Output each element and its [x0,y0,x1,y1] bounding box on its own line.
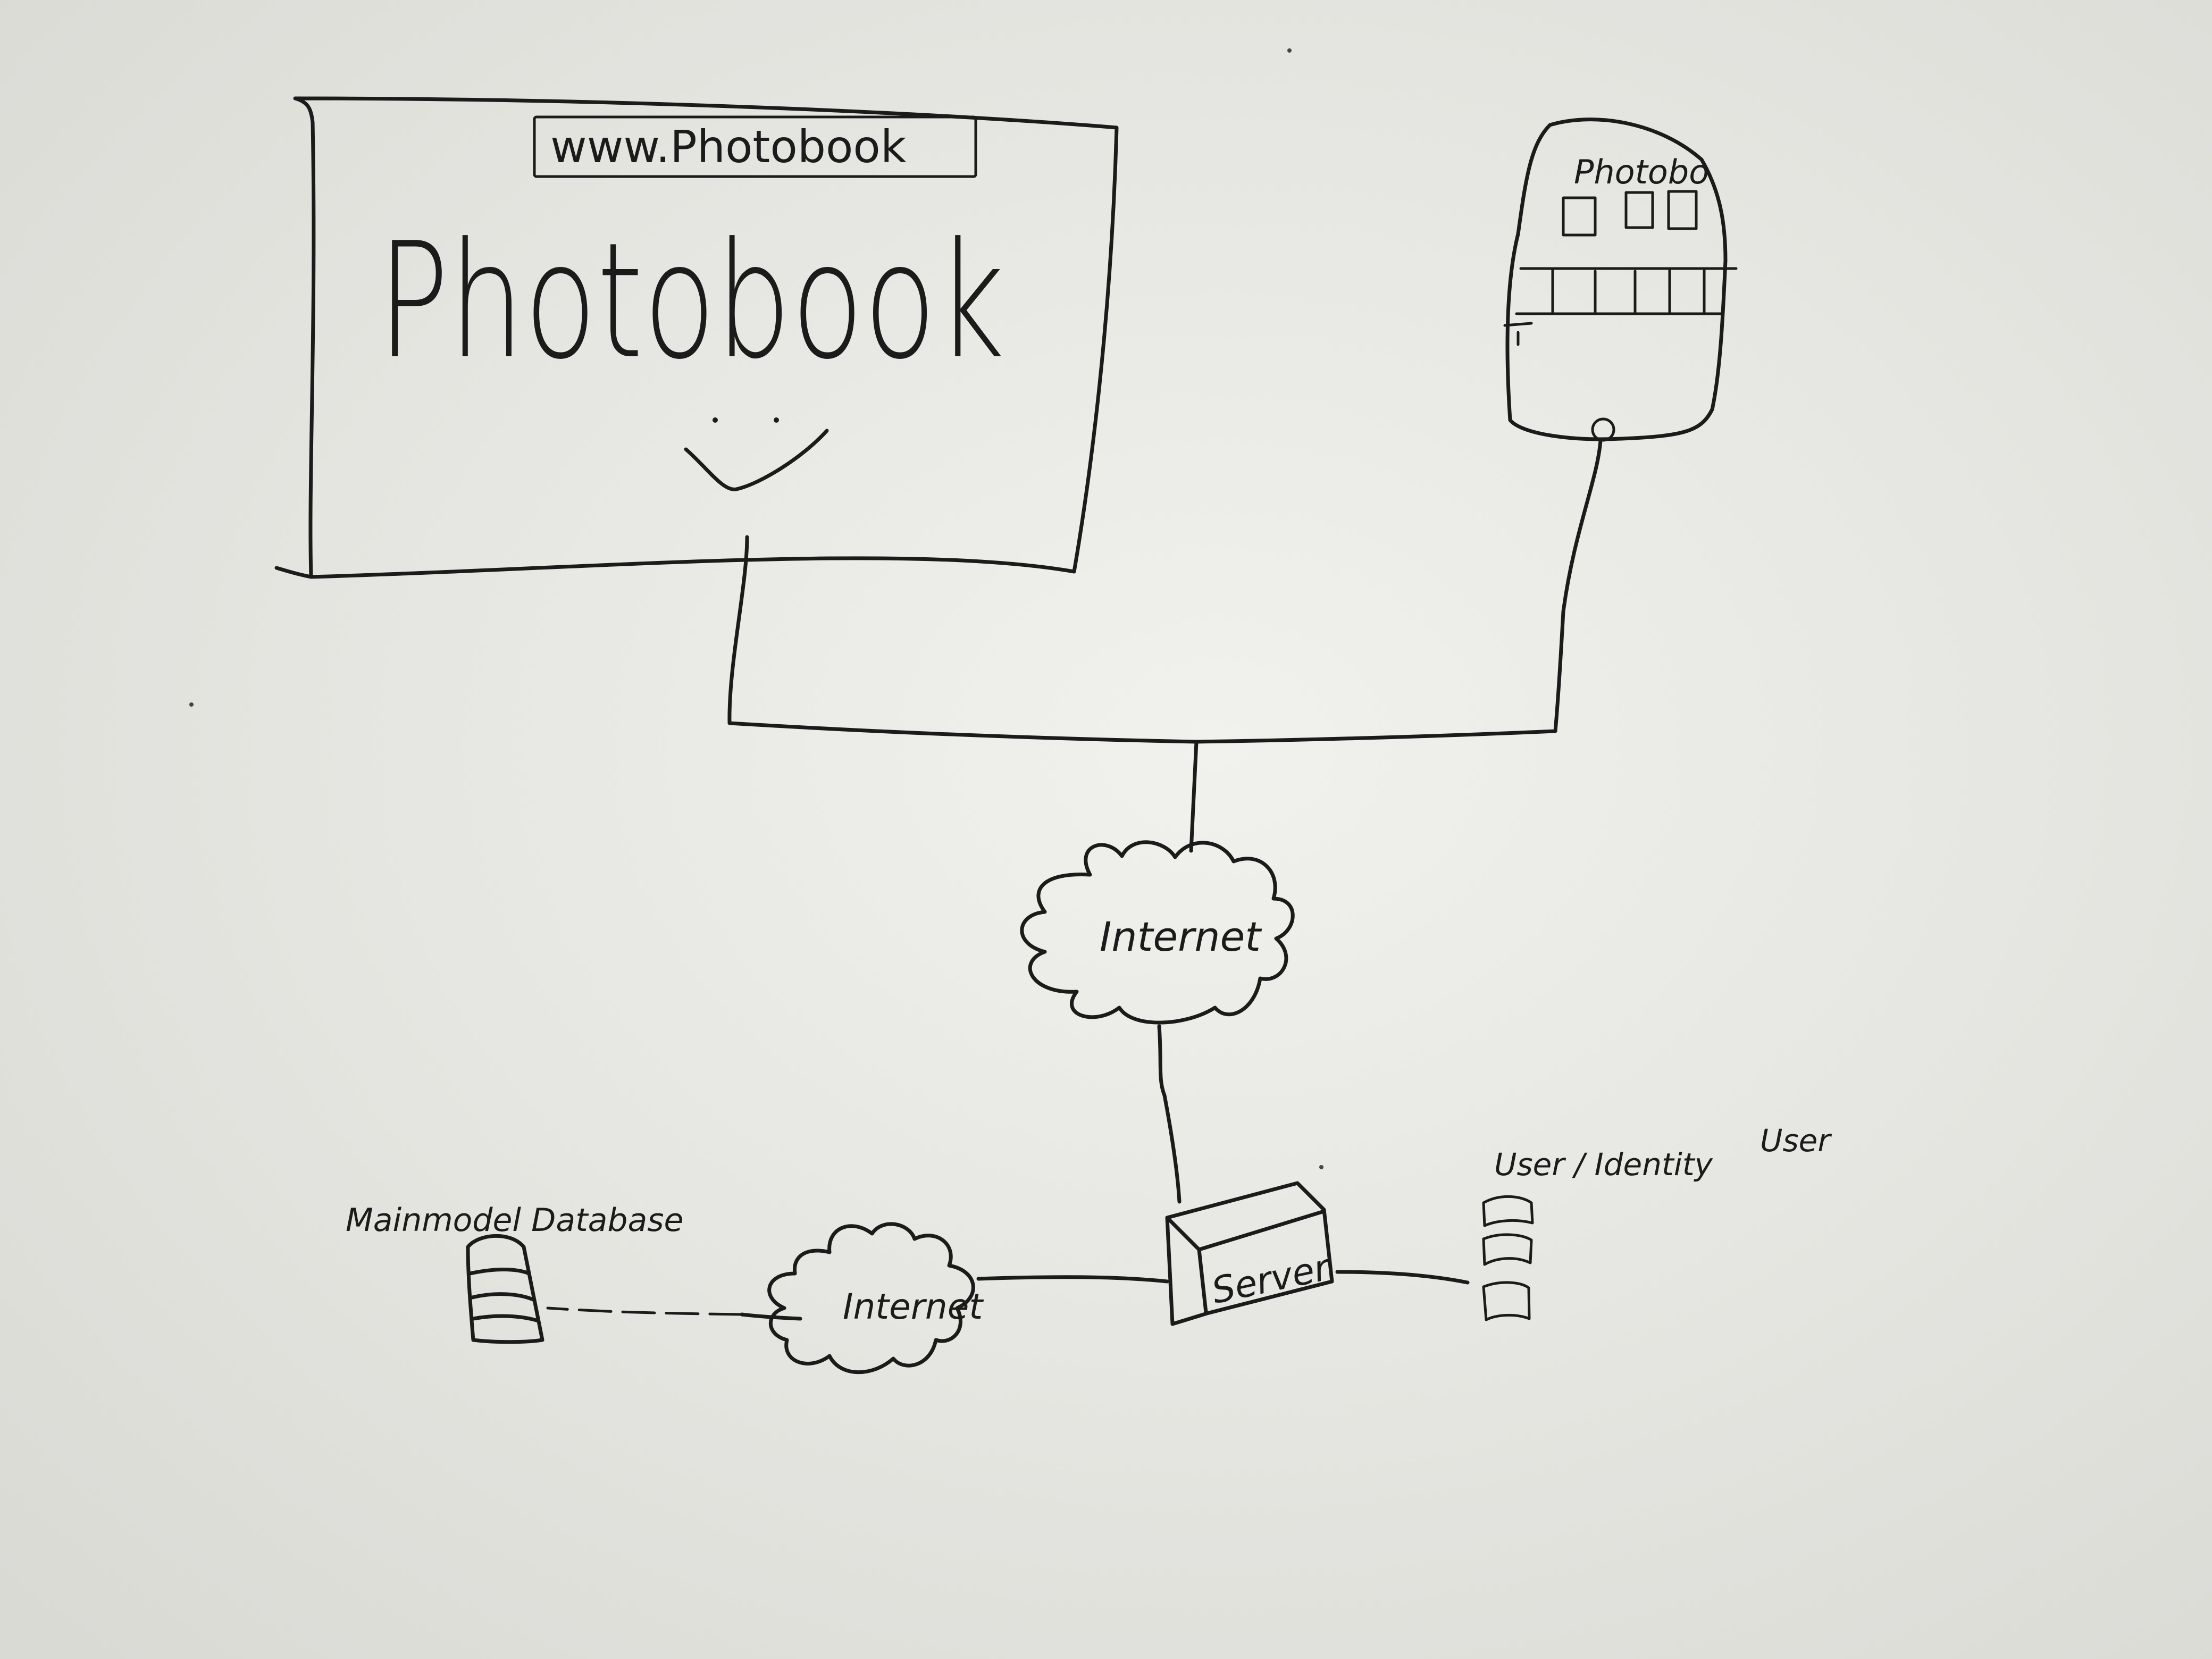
database-label: Mainmodel Database [346,1202,683,1239]
browser-frame-tick-left [274,566,313,579]
url-bar [533,115,977,178]
stray-dot [1319,1165,1323,1169]
page-title: Photobook [378,208,1005,394]
internet-label-top: Internet [1100,913,1262,960]
connector-database-dashed [546,1306,743,1316]
connector-phone-to-junction [1194,438,1603,744]
browser-frame [293,96,1119,579]
phone-app-label: Photobo [1574,153,1709,191]
phone-tile-3 [1667,190,1698,230]
cloud-icon-top: Internet [1020,840,1295,1025]
connector-server-to-user-store [1335,1270,1470,1285]
phone-menu-band [1515,267,1738,315]
phone-home-button [1591,417,1615,442]
phone-tile-2 [1624,191,1654,229]
phone-body [1505,118,1728,441]
user-store-disk-3 [1482,1281,1531,1321]
database-outline [466,1234,544,1344]
internet-label-bottom: Internet [843,1286,984,1327]
user-store-disk-2 [1482,1233,1533,1266]
connector-junction-to-internet [1189,740,1199,853]
browser-window: www.Photobook Photobook [274,96,1119,579]
user-identity-label: User / Identity [1494,1146,1713,1183]
cloud-icon-bottom: Internet [767,1222,984,1375]
cloud-outline-bottom [767,1222,975,1375]
user-store-disk-1 [1482,1195,1534,1227]
stray-dot [189,702,194,707]
smiley-face-icon [684,417,829,491]
connector-browser-to-junction [727,535,1199,744]
phone-tile-1 [1562,196,1597,237]
connector-server-to-bottom-internet [976,1275,1169,1284]
connector-internet-to-database [740,1312,802,1321]
connector-internet-to-server [1157,1024,1182,1204]
database-stack-icon: User / Identity User [1482,1122,1832,1321]
database-icon: Mainmodel Database [346,1202,683,1344]
mobile-phone-icon: Photobo [1503,118,1738,442]
url-text: www.Photobook [550,121,907,173]
server-outline [1165,1181,1334,1326]
user-label: User [1760,1122,1832,1159]
stray-dot [1287,48,1292,53]
cloud-outline-top [1020,840,1295,1025]
